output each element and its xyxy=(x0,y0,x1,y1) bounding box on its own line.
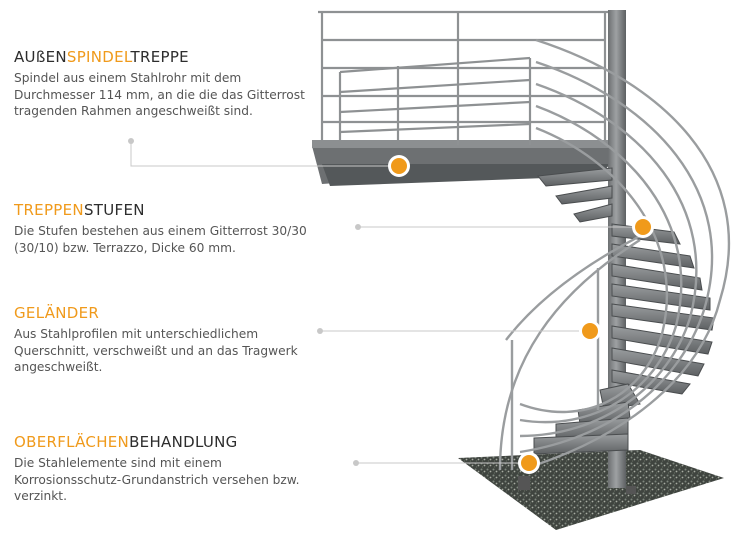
hotspot-oberflaeche xyxy=(518,452,540,474)
section-title: OBERFLÄCHENBEHANDLUNG xyxy=(14,433,314,451)
section-oberflaechenbehandlung: OBERFLÄCHENBEHANDLUNG Die Stahlelemente … xyxy=(14,433,314,505)
section-description: Die Stufen bestehen aus einem Gitterrost… xyxy=(14,224,307,255)
title-highlight: OBERFLÄCHEN xyxy=(14,433,130,451)
leader-lines xyxy=(130,141,643,464)
section-description: Die Stahlelemente sind mit einem Korrosi… xyxy=(14,456,300,503)
hotspot-gelaender xyxy=(579,320,601,342)
section-title: TREPPENSTUFEN xyxy=(14,201,314,219)
section-spindeltreppe: AUßENSPINDELTREPPE Spindel aus einem Sta… xyxy=(14,48,314,120)
curved-handrail xyxy=(498,38,731,472)
title-highlight: GELÄNDER xyxy=(14,304,100,322)
section-title: AUßENSPINDELTREPPE xyxy=(14,48,314,66)
title-highlight: SPINDEL xyxy=(66,48,131,66)
hotspot-spindel xyxy=(388,155,410,177)
title-part: BEHANDLUNG xyxy=(129,433,238,451)
section-description: Spindel aus einem Stahlrohr mit dem Durc… xyxy=(14,71,305,118)
hotspot-stufen xyxy=(632,216,654,238)
leader-line-spindel xyxy=(130,141,399,167)
section-title: GELÄNDER xyxy=(14,304,314,322)
hotspot-markers xyxy=(388,155,654,474)
title-part: STUFEN xyxy=(83,201,145,219)
section-gelaender: GELÄNDER Aus Stahlprofilen mit unterschi… xyxy=(14,304,314,376)
title-highlight: TREPPEN xyxy=(14,201,84,219)
section-treppenstufen: TREPPENSTUFEN Die Stufen bestehen aus ei… xyxy=(14,201,314,256)
title-part: AUßEN xyxy=(14,48,67,66)
gravel-base xyxy=(458,450,724,530)
section-description: Aus Stahlprofilen mit unterschiedlichem … xyxy=(14,327,298,374)
landing-railing xyxy=(318,10,612,145)
title-part: TREPPE xyxy=(130,48,189,66)
